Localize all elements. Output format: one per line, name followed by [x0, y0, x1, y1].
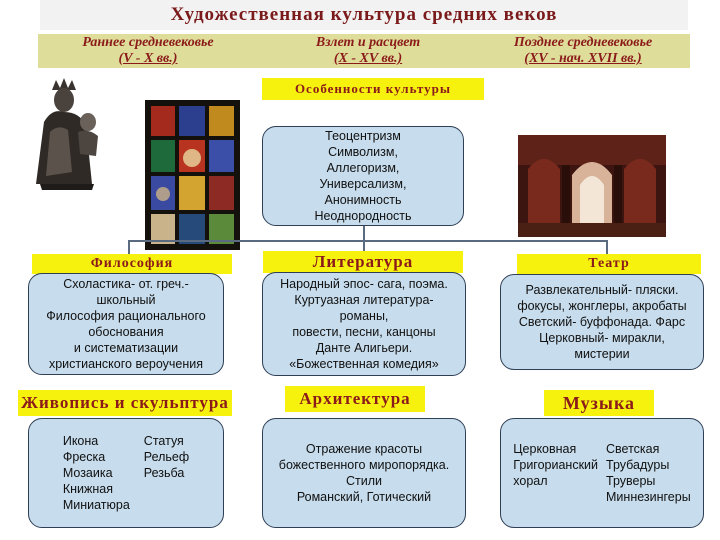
philosophy-label: Философия: [32, 254, 232, 274]
connector-line: [128, 240, 130, 254]
features-label: Особенности культуры: [262, 78, 484, 100]
period-late-dates: (XV - нач. XVII вв.): [524, 51, 642, 66]
theatre-line: Церковный- миракли,: [539, 331, 665, 345]
philosophy-line: Схоластика- от. греч.-: [63, 277, 189, 291]
philosophy-line: Философия рационального: [46, 309, 206, 323]
theatre-line: мистерии: [574, 347, 630, 361]
architecture-label: Архитектура: [285, 386, 425, 412]
period-early: Раннее средневековье (V - X вв.): [38, 35, 258, 69]
painting-item: Книжная: [62, 482, 113, 496]
painting-item: Мозаика: [62, 466, 113, 480]
painting-label: Живопись и скульптура: [18, 390, 232, 416]
music-item: Трубадуры: [606, 458, 670, 472]
painting-box: Икона Фреска Мозаика Книжная Миниатюра С…: [28, 418, 224, 528]
philosophy-box: Схоластика- от. греч.- школьный Философи…: [28, 273, 224, 375]
page-title: Художественная культура средних веков: [40, 0, 688, 30]
architecture-line: Стили: [345, 474, 382, 488]
period-early-dates: (V - X вв.): [118, 51, 178, 66]
music-box: Церковная Григорианский хорал Светская Т…: [500, 418, 704, 528]
feature-item: Теоцентризм: [325, 129, 401, 143]
philosophy-line: и систематизации: [73, 341, 179, 355]
literature-line: Данте Алигьери.: [315, 341, 413, 355]
philosophy-line: христианского вероучения: [48, 357, 204, 371]
cathedral-interior-image: [518, 135, 666, 237]
connector-line: [606, 240, 608, 254]
music-columns: Церковная Григорианский хорал Светская Т…: [513, 441, 690, 505]
period-high-name: Взлет и расцвет: [315, 35, 421, 50]
architecture-box: Отражение красоты божественного миропоря…: [262, 418, 466, 528]
architecture-line: Романский, Готический: [296, 490, 432, 504]
music-item: Светская: [606, 442, 660, 456]
literature-line: повести, песни, канцоны: [292, 325, 436, 339]
literature-box: Народный эпос- сага, поэма. Куртуазная л…: [262, 272, 466, 376]
feature-item: Универсализм,: [319, 177, 407, 191]
literature-label: Литература: [263, 251, 463, 273]
painting-columns: Икона Фреска Мозаика Книжная Миниатюра С…: [63, 433, 189, 513]
period-late-name: Позднее средневековье: [513, 35, 653, 50]
music-item: Григорианский: [513, 458, 599, 472]
period-late: Позднее средневековье (XV - нач. XVII вв…: [478, 35, 688, 69]
architecture-line: Отражение красоты: [305, 442, 423, 456]
connector-line: [363, 240, 365, 252]
literature-line: «Божественная комедия»: [289, 357, 439, 371]
theatre-label: Театр: [517, 254, 701, 274]
music-item: хорал: [513, 474, 548, 488]
literature-line: Народный эпос- сага, поэма.: [280, 277, 448, 291]
feature-item: Неоднородность: [314, 209, 412, 223]
music-item: Миннезингеры: [606, 490, 691, 504]
painting-col-left: Икона Фреска Мозаика Книжная Миниатюра: [63, 433, 130, 513]
painting-item: Резьба: [143, 466, 185, 480]
music-item: Церковная: [513, 442, 577, 456]
feature-item: Символизм,: [328, 145, 398, 159]
literature-line: Куртуазная литература-: [294, 293, 434, 307]
period-high: Взлет и расцвет (X - XV вв.): [268, 35, 468, 69]
music-col-right: Светская Трубадуры Труверы Миннезингеры: [606, 441, 691, 505]
connector-line: [363, 226, 365, 240]
periods-bar: Раннее средневековье (V - X вв.) Взлет и…: [38, 34, 690, 68]
connector-line: [128, 240, 608, 242]
theatre-line: Светский- буффонада. Фарс: [518, 315, 686, 329]
period-high-dates: (X - XV вв.): [333, 51, 403, 66]
music-label: Музыка: [544, 390, 654, 416]
painting-col-right: Статуя Рельеф Резьба: [144, 433, 189, 513]
painting-item: Статуя: [143, 434, 184, 448]
theatre-line: Развлекательный- пляски.: [525, 283, 679, 297]
features-box: Теоцентризм Символизм, Аллегоризм, Униве…: [262, 126, 464, 226]
painting-item: Икона: [62, 434, 99, 448]
painting-item: Миниатюра: [62, 498, 130, 512]
feature-item: Анонимность: [324, 193, 402, 207]
architecture-line: божественного миропорядка.: [278, 458, 450, 472]
madonna-statue-image: [22, 72, 112, 190]
literature-line: романы,: [339, 309, 389, 323]
period-early-name: Раннее средневековье: [82, 35, 214, 50]
painting-item: Рельеф: [143, 450, 190, 464]
painting-item: Фреска: [62, 450, 106, 464]
music-col-left: Церковная Григорианский хорал: [513, 441, 598, 505]
philosophy-line: обоснования: [88, 325, 164, 339]
philosophy-line: школьный: [96, 293, 156, 307]
feature-item: Аллегоризм,: [326, 161, 400, 175]
stained-glass-image: [145, 100, 240, 250]
theatre-box: Развлекательный- пляски. фокусы, жонглер…: [500, 274, 704, 370]
music-item: Труверы: [606, 474, 656, 488]
theatre-line: фокусы, жонглеры, акробаты: [517, 299, 687, 313]
